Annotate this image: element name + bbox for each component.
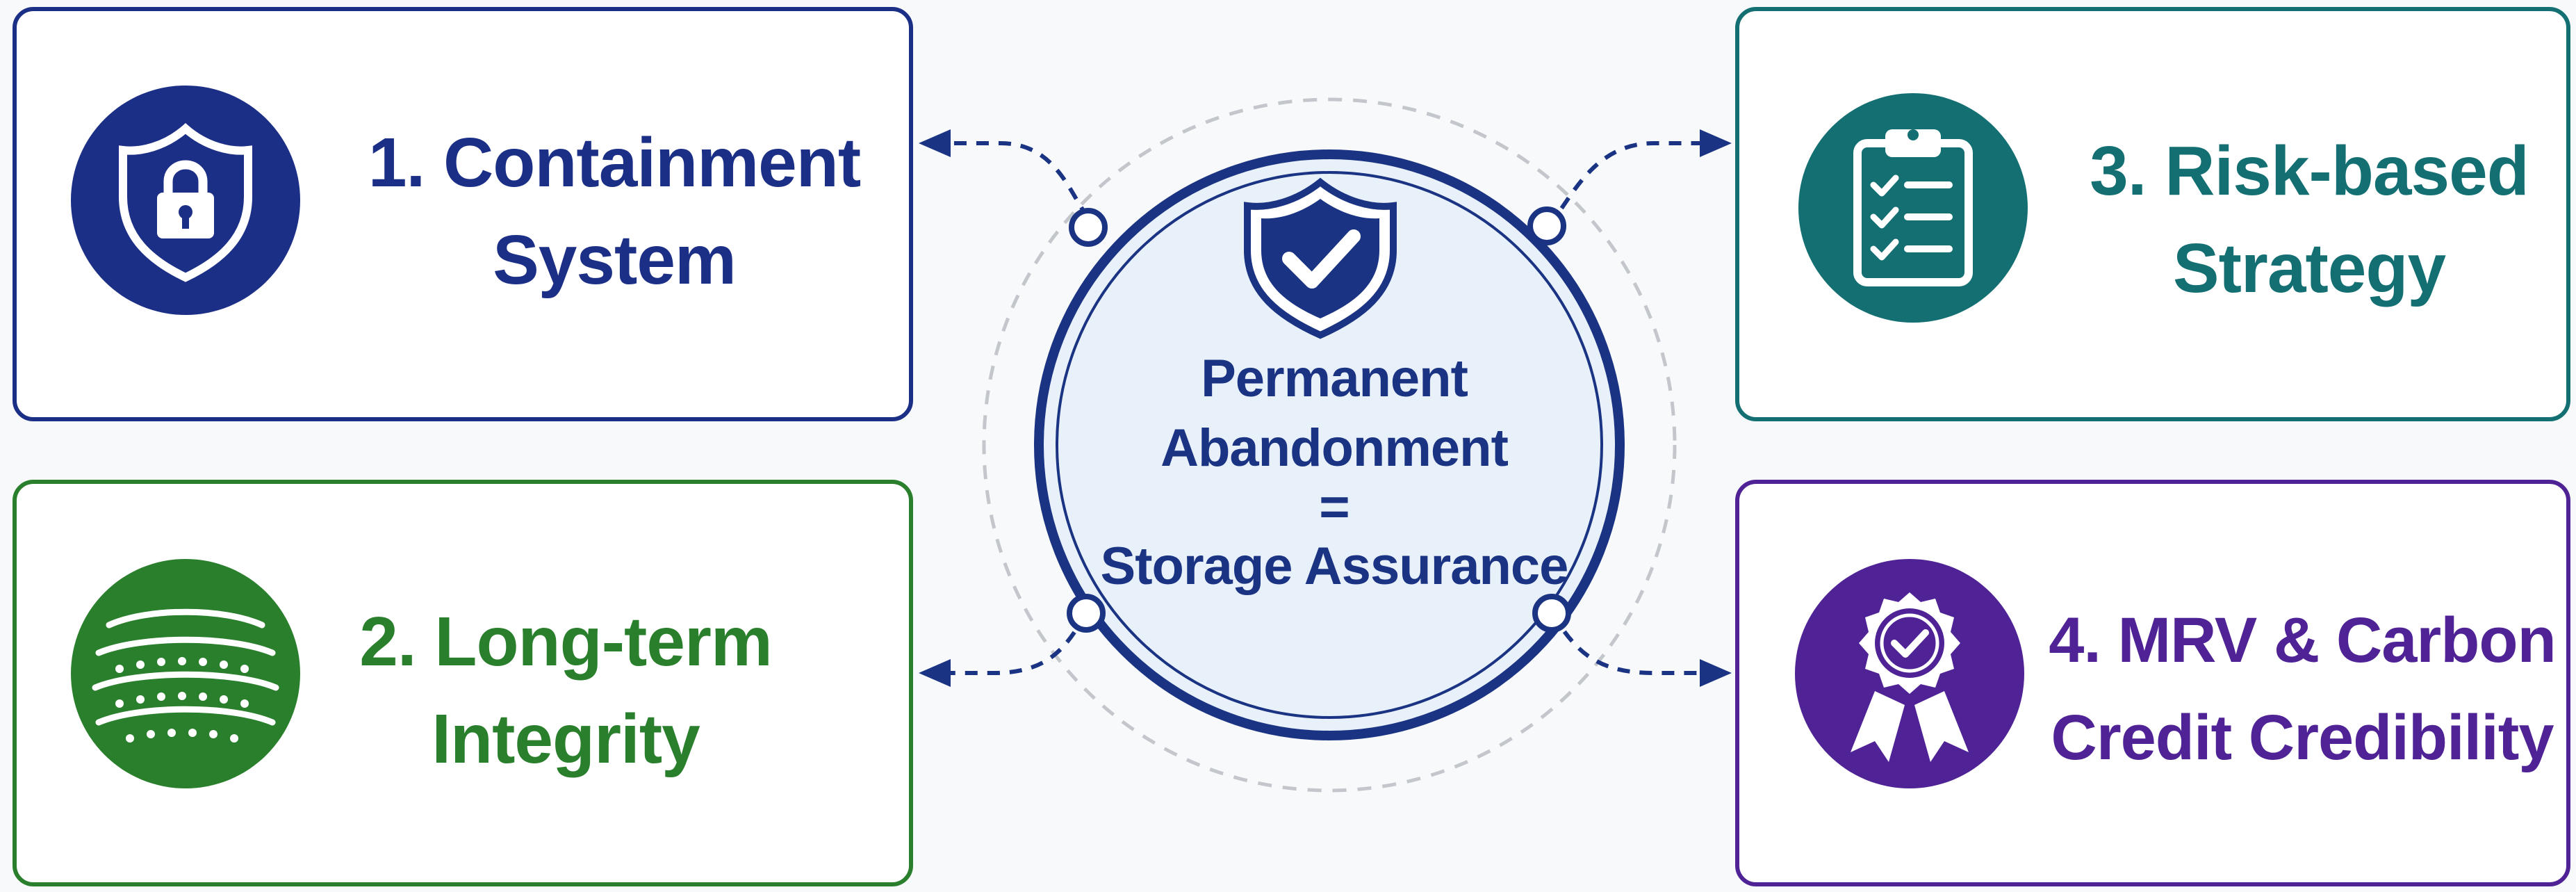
node-bottom-left: [1067, 594, 1106, 633]
card-containment-system: 1. Containment System: [13, 7, 913, 421]
hub-label-equals: =: [1319, 478, 1349, 537]
outer-dashed-ring: [982, 97, 1677, 793]
node-top-left: [1069, 208, 1108, 247]
arrow-to-integrity: [919, 659, 951, 687]
connector-to-risk: [1546, 141, 1706, 228]
hub-label: Permanent Abandonment = Storage Assuranc…: [1056, 344, 1612, 601]
card-title-line1: 2. Long-term: [359, 603, 773, 681]
card-risk-based-strategy: 3. Risk-based Strategy: [1735, 7, 2570, 421]
card-title-containment: 1. Containment System: [322, 114, 906, 309]
card-title-integrity: 2. Long-term Integrity: [322, 593, 809, 788]
connector-to-integrity: [938, 612, 1088, 675]
card-title-line1: 4. MRV & Carbon: [2049, 605, 2557, 676]
arrow-to-mrv: [1700, 659, 1732, 687]
arrow-to-risk: [1700, 129, 1732, 157]
card-title-line2: System: [493, 221, 737, 299]
node-top-right: [1527, 206, 1566, 245]
hub-label-line2: Abandonment: [1160, 419, 1509, 478]
card-title-line2: Strategy: [2172, 229, 2446, 307]
card-title-line2: Integrity: [432, 700, 700, 778]
node-bottom-right: [1532, 594, 1571, 633]
card-title-mrv: 4. MRV & Carbon Credit Credibility: [2045, 592, 2559, 786]
connector-to-containment: [938, 141, 1090, 219]
shield-check-icon: [1244, 177, 1397, 339]
card-title-line2: Credit Credibility: [2051, 702, 2554, 773]
shield-lock-icon: [71, 86, 300, 315]
award-ribbon-icon: [1795, 559, 2024, 788]
connector-to-mrv: [1550, 612, 1706, 675]
hub-label-line4: Storage Assurance: [1100, 537, 1569, 596]
hub-label-line1: Permanent: [1201, 349, 1468, 408]
clipboard-checklist-icon: [1798, 93, 2028, 323]
rock-layers-icon: [71, 559, 300, 788]
card-title-line1: 3. Risk-based: [2090, 132, 2529, 210]
hub-inner-ring: [1056, 171, 1603, 719]
card-mrv-carbon-credit: 4. MRV & Carbon Credit Credibility: [1735, 480, 2570, 886]
card-long-term-integrity: 2. Long-term Integrity: [13, 480, 913, 886]
card-title-risk: 3. Risk-based Strategy: [2059, 122, 2559, 317]
arrow-to-containment: [919, 129, 951, 157]
card-title-line1: 1. Containment: [368, 124, 861, 202]
hub-circle: [1034, 149, 1625, 740]
